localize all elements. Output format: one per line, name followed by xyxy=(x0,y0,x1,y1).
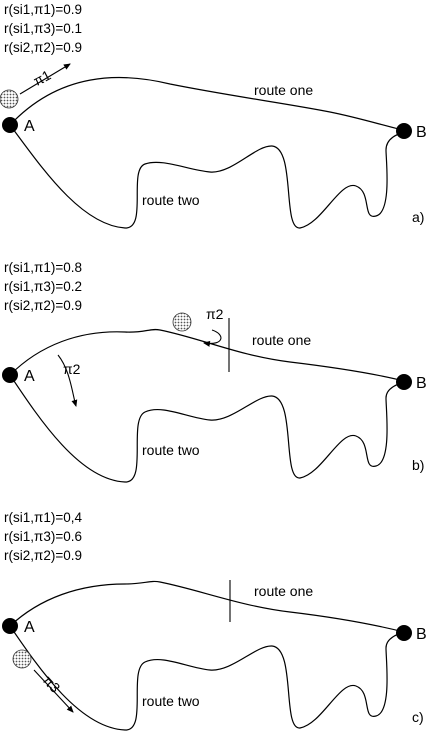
panel-a-route-one xyxy=(9,77,404,131)
panel-b-label-a: A xyxy=(24,368,35,385)
panel-a-caption: a) xyxy=(412,209,424,225)
panel-a-route-one-label: route one xyxy=(254,82,313,98)
panel-b-policy-left: π2 xyxy=(63,361,81,377)
panel-a-value-1: r(si1,π1)=0.9 xyxy=(4,2,82,17)
panel-c-node-a xyxy=(2,618,18,634)
panel-a-route-two-label: route two xyxy=(142,192,200,208)
panel-b-node-a xyxy=(2,367,18,383)
panel-b-route-two-label: route two xyxy=(142,442,200,458)
panel-c-route-one-label: route one xyxy=(254,583,313,599)
panel-c-node-b xyxy=(396,625,412,641)
panel-c-label-a: A xyxy=(24,619,35,636)
panel-b-policy-top: π2 xyxy=(206,306,224,322)
panel-c-label-b: B xyxy=(416,626,427,643)
panel-a-node-a xyxy=(2,117,18,133)
panel-a-label-a: A xyxy=(24,118,35,135)
panel-b-node-b xyxy=(396,374,412,390)
panel-b-turn-arrow xyxy=(203,329,222,347)
panel-a-policy-label: π1 xyxy=(30,67,53,89)
panel-c: r(si1,π1)=0,4 r(si1,π3)=0.6 r(si2,π2)=0.… xyxy=(2,510,427,731)
panel-b: r(si1,π1)=0.8 r(si1,π3)=0.2 r(si2,π2)=0.… xyxy=(2,260,427,483)
panel-b-route-one xyxy=(9,328,405,382)
panel-c-value-2: r(si1,π3)=0.6 xyxy=(4,529,82,544)
panel-a-policy-arrow xyxy=(19,63,71,95)
panel-b-value-1: r(si1,π1)=0.8 xyxy=(4,260,82,275)
panel-c-value-1: r(si1,π1)=0,4 xyxy=(4,510,82,525)
panel-c-route-two xyxy=(9,625,405,731)
panel-c-policy-arrow xyxy=(33,669,74,713)
panel-c-route-two-label: route two xyxy=(142,693,200,709)
panel-b-route-one-label: route one xyxy=(252,332,311,348)
panel-a: r(si1,π1)=0.9 r(si1,π3)=0.1 r(si2,π2)=0.… xyxy=(0,2,427,229)
panel-c-route-one xyxy=(9,580,405,633)
panel-a-node-b xyxy=(396,123,412,139)
panel-a-vehicle xyxy=(0,89,19,109)
panel-b-label-b: B xyxy=(416,375,427,392)
panel-a-value-2: r(si1,π3)=0.1 xyxy=(4,21,82,36)
panel-a-route-two xyxy=(9,124,405,229)
panel-b-value-3: r(si2,π2)=0.9 xyxy=(4,298,82,313)
panel-c-vehicle xyxy=(12,649,32,669)
panel-b-descent-arrow xyxy=(57,354,78,407)
panel-b-caption: b) xyxy=(412,457,424,473)
panel-a-value-3: r(si2,π2)=0.9 xyxy=(4,40,82,55)
panel-b-value-2: r(si1,π3)=0.2 xyxy=(4,279,82,294)
panel-a-label-b: B xyxy=(416,124,427,141)
panel-c-caption: c) xyxy=(412,709,424,725)
panel-b-route-two xyxy=(9,374,405,483)
panel-b-vehicle xyxy=(172,312,192,332)
panel-c-value-3: r(si2,π2)=0.9 xyxy=(4,548,82,563)
